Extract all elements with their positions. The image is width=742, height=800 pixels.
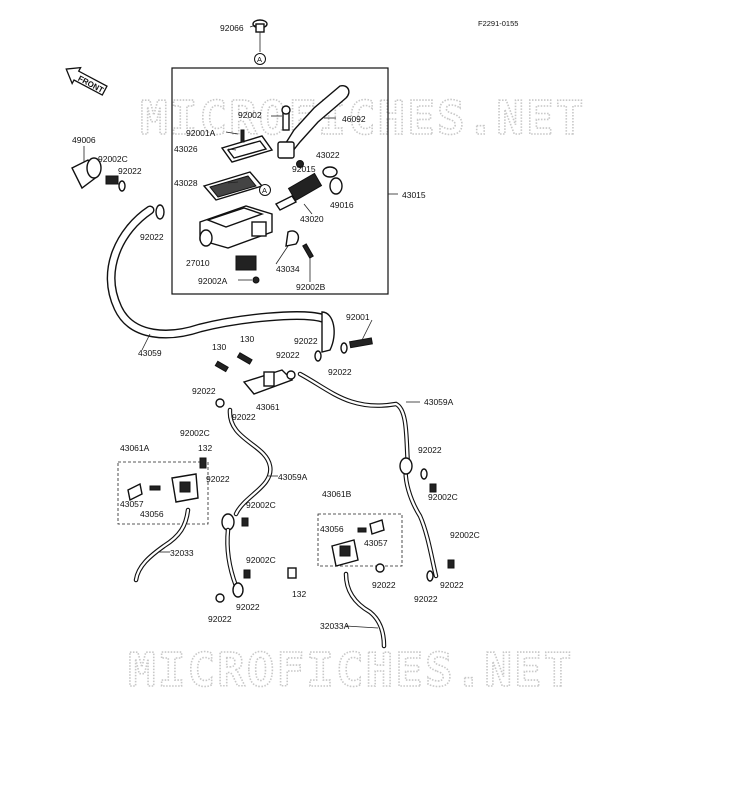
label-92022-c: 92022 <box>294 336 318 346</box>
label-92022-n: 92022 <box>208 614 232 624</box>
label-92022-a: 92022 <box>118 166 142 176</box>
label-92002C-f: 92002C <box>450 530 480 540</box>
brake-pipe-32033A <box>343 571 387 649</box>
label-43022: 43022 <box>316 150 340 160</box>
label-43059A-a: 43059A <box>424 397 454 407</box>
callout-a-top: A <box>254 53 266 65</box>
master-cylinder-frame <box>171 67 389 295</box>
label-92022-f: 92022 <box>192 386 216 396</box>
caliper-joint-left-part <box>127 473 199 503</box>
label-92022-l: 92022 <box>414 594 438 604</box>
leader-lines <box>83 24 420 629</box>
brake-pipe-32033 <box>133 507 191 583</box>
label-92001: 92001 <box>346 312 370 322</box>
label-92022-g: 92022 <box>232 412 256 422</box>
callout-a-body: A <box>259 184 271 196</box>
label-46092: 46092 <box>342 114 366 124</box>
label-130-a: 130 <box>212 342 226 352</box>
reservoir-cap-part <box>252 19 268 52</box>
label-49006: 49006 <box>72 135 96 145</box>
watermark-bottom: MICROFICHES.NET <box>128 643 573 697</box>
watermark-top: MICROFICHES.NET <box>140 91 585 145</box>
label-32033: 32033 <box>170 548 194 558</box>
dust-seal-part <box>322 166 338 178</box>
label-92066: 92066 <box>220 23 244 33</box>
caliper-joint-right-frame <box>317 513 403 567</box>
label-132-b: 132 <box>292 589 306 599</box>
brake-pipe-right <box>297 371 439 579</box>
label-132-a: 132 <box>198 443 212 453</box>
label-92002C-b: 92002C <box>180 428 210 438</box>
label-92002: 92002 <box>238 110 262 120</box>
caliper-joint-left-frame <box>117 461 209 525</box>
label-43061: 43061 <box>256 402 280 412</box>
label-49016: 49016 <box>330 200 354 210</box>
label-92015: 92015 <box>292 164 316 174</box>
label-43034: 43034 <box>276 264 300 274</box>
label-43059A-b: 43059A <box>278 472 308 482</box>
label-92022-e: 92022 <box>328 367 352 377</box>
label-92022-m: 92022 <box>236 602 260 612</box>
label-92002A: 92002A <box>198 276 228 286</box>
label-92022-k: 92022 <box>372 580 396 590</box>
piston-part <box>274 172 323 211</box>
svg-text:A: A <box>257 55 262 64</box>
brake-switch-part <box>235 255 257 271</box>
caliper-joint-right-part <box>331 519 385 567</box>
label-130-b: 130 <box>240 334 254 344</box>
figure-code: F2291-0155 <box>478 19 518 28</box>
reservoir-cover-part <box>220 135 274 163</box>
label-92002B: 92002B <box>296 282 326 292</box>
banjo-fitting-part <box>71 157 102 190</box>
label-32033A: 32033A <box>320 621 350 631</box>
clamp-part <box>285 230 300 247</box>
label-92002C-d: 92002C <box>428 492 458 502</box>
front-arrow-icon: FRONT <box>65 66 108 96</box>
label-92001A: 92001A <box>186 128 216 138</box>
label-43061B: 43061B <box>322 489 352 499</box>
label-92022-j: 92022 <box>440 580 464 590</box>
label-43057-b: 43057 <box>364 538 388 548</box>
label-43020: 43020 <box>300 214 324 224</box>
brake-hose-main <box>106 205 335 353</box>
label-92022-d: 92022 <box>276 350 300 360</box>
label-92002C-c: 92002C <box>246 500 276 510</box>
brake-hose-joint-part <box>242 369 294 395</box>
label-43028: 43028 <box>174 178 198 188</box>
part-labels: 92066 92002 46092 92001A 43026 43022 920… <box>72 23 480 631</box>
label-43026: 43026 <box>174 144 198 154</box>
label-43059: 43059 <box>138 348 162 358</box>
label-27010: 27010 <box>186 258 210 268</box>
label-43056-a: 43056 <box>140 509 164 519</box>
label-43061A: 43061A <box>120 443 150 453</box>
label-43015: 43015 <box>402 190 426 200</box>
brake-pipe-left <box>227 407 273 517</box>
label-43057-a: 43057 <box>120 499 144 509</box>
label-92022-b: 92022 <box>140 232 164 242</box>
diaphragm-part <box>202 171 264 201</box>
master-cylinder-body <box>199 205 273 249</box>
label-43056-b: 43056 <box>320 524 344 534</box>
svg-text:A: A <box>262 186 267 195</box>
brake-pipe-lower-left <box>225 527 239 589</box>
label-92002C-e: 92002C <box>246 555 276 565</box>
label-92022-h: 92022 <box>206 474 230 484</box>
label-92002C-a: 92002C <box>98 154 128 164</box>
label-92022-i: 92022 <box>418 445 442 455</box>
